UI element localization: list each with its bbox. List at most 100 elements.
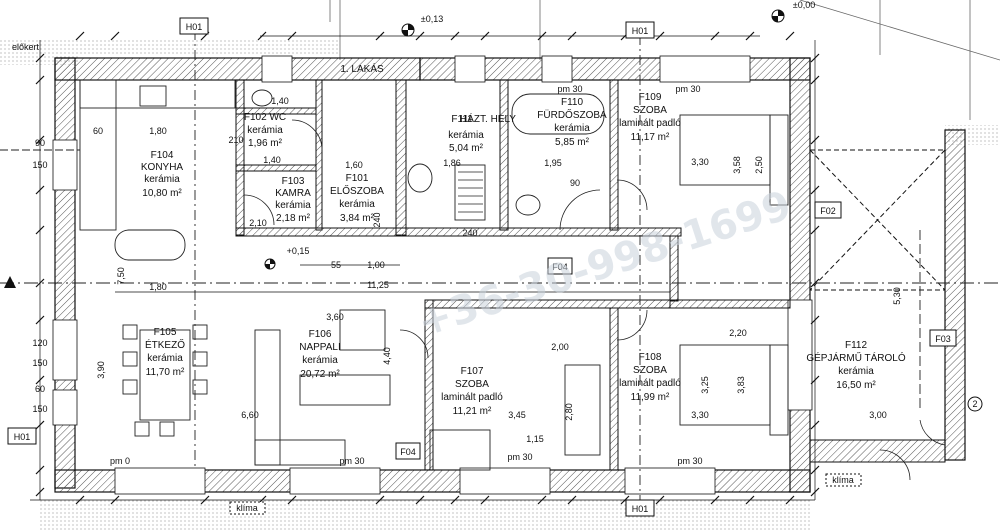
dim-text: pm 30: [507, 452, 532, 462]
tag-h01-top-mid: H01: [625, 21, 655, 39]
klima-bottom: klíma: [229, 501, 266, 515]
dimension-tick: [35, 185, 45, 195]
tag-h01-left: H01: [7, 427, 37, 445]
dimension-tick: [35, 375, 45, 385]
dimension-tick: [655, 495, 665, 505]
axis-arrow-icon: [4, 276, 16, 288]
room-f104: F104 KONYHA kerámia 10,80 m²: [141, 150, 184, 199]
room-code: F110: [561, 97, 583, 108]
dimension-tick: [35, 487, 45, 497]
dimension-tick: [810, 53, 820, 63]
tag-h01-bottom: H01: [625, 499, 655, 517]
dimension-tick: [745, 31, 755, 41]
room-floor: kerámia: [247, 125, 283, 136]
room-f101: F101 ELŐSZOBA kerámia 3,84 m²: [330, 173, 384, 224]
room-f110: F110 FÜRDŐSZOBA kerámia 5,85 m²: [537, 97, 607, 148]
tag-text: H01: [186, 22, 203, 32]
dimension-texts: 1,80 1,40 1,40 2,10 1,60 1,86 1,95 3,30 …: [32, 84, 902, 466]
room-area: 20,72 m²: [300, 369, 340, 380]
room-floor: kerámia: [838, 366, 874, 377]
dimension-tick: [257, 31, 267, 41]
room-f106: F106 NAPPALI kerámia 20,72 m²: [299, 329, 341, 380]
room-f107: F107 SZOBA laminált padló 11,21 m²: [441, 366, 503, 417]
tag-text: F04: [552, 262, 568, 272]
dim-text: 240: [372, 212, 382, 227]
dimension-tick: [110, 31, 120, 41]
dim-text: 4,40: [382, 347, 392, 365]
room-floor: laminált padló: [619, 378, 681, 389]
room-name: KONYHA: [141, 162, 184, 173]
tag-h01-top-left: H01: [179, 17, 209, 35]
room-name: SZOBA: [633, 365, 667, 376]
interior-walls: [235, 79, 791, 471]
dimension-tick: [810, 420, 820, 430]
dimension-tick: [287, 495, 297, 505]
tag-f03: F03: [929, 329, 957, 347]
dimension-tick: [287, 31, 297, 41]
room-area: 5,04 m²: [449, 143, 484, 154]
dimension-tick: [810, 487, 820, 497]
room-f109: F109 SZOBA laminált padló 11,17 m²: [619, 92, 681, 143]
tag-f04-bottom: F04: [395, 442, 421, 460]
tag-text: F02: [820, 206, 836, 216]
dimension-tick: [620, 495, 630, 505]
room-floor: kerámia: [448, 130, 484, 141]
tag-text: F04: [400, 447, 416, 457]
room-area: 3,84 m²: [340, 213, 375, 224]
dim-text: 3,60: [326, 312, 344, 322]
dim-text: 11,25: [367, 280, 389, 290]
dimension-tick: [537, 31, 547, 41]
dim-text: 6,60: [241, 410, 259, 420]
dimension-tick: [810, 465, 820, 475]
dim-text: pm 0: [110, 456, 130, 466]
left-cut-text: előkert: [12, 42, 40, 52]
room-area: 10,80 m²: [142, 188, 182, 199]
dimension-tick: [375, 31, 385, 41]
dimension-tick: [35, 420, 45, 430]
room-code: F109: [639, 92, 662, 103]
room-name: GÉPJÁRMŰ TÁROLÓ: [806, 350, 905, 364]
level-right-text: ±0,00: [793, 0, 815, 10]
dim-text: 5,30: [892, 287, 902, 305]
dim-text: 60: [35, 384, 45, 394]
room-f112: F112 GÉPJÁRMŰ TÁROLÓ kerámia 16,50 m²: [806, 340, 905, 391]
room-name: ELŐSZOBA: [330, 183, 384, 197]
dim-text: 150: [32, 160, 47, 170]
dimension-tick: [75, 31, 85, 41]
dimension-tick: [375, 495, 385, 505]
dimension-tick: [710, 31, 720, 41]
room-floor: kerámia: [339, 199, 375, 210]
dimension-tick: [35, 53, 45, 63]
garage-outline: [809, 149, 946, 463]
room-code: F104: [151, 150, 174, 161]
room-name: NAPPALI: [299, 342, 341, 353]
furniture: [79, 79, 789, 471]
phone-watermark: +36-30-998-1699: [412, 182, 797, 346]
dim-text: 90: [570, 178, 580, 188]
room-name: FÜRDŐSZOBA: [537, 107, 607, 121]
dim-text: 3,83: [736, 376, 746, 394]
room-area: 5,85 m²: [555, 137, 590, 148]
dim-text: 55: [331, 260, 341, 270]
room-f102: F102 WC kerámia 1,96 m²: [244, 112, 286, 149]
tag-text: H01: [632, 26, 649, 36]
room-floor: kerámia: [554, 123, 590, 134]
dimension-tick: [480, 495, 490, 505]
dimension-tick: [480, 31, 490, 41]
room-area: 11,17 m²: [631, 132, 670, 143]
room-code: F108: [639, 352, 662, 363]
room-f108: F108 SZOBA laminált padló 11,99 m²: [619, 352, 681, 403]
dimension-tick: [810, 278, 820, 288]
dim-text: 3,58: [732, 156, 742, 174]
tag-text: 2: [972, 399, 977, 409]
room-floor: laminált padló: [619, 118, 681, 129]
dim-text: 1,40: [271, 96, 289, 106]
dimension-tick: [785, 495, 795, 505]
unit-title: 1. LAKÁS: [340, 62, 384, 75]
dimension-tick: [35, 278, 45, 288]
klima-bottom-text: klíma: [236, 503, 258, 513]
room-area: 11,21 m²: [453, 406, 492, 417]
dim-text: 1,86: [443, 158, 461, 168]
level-center-text: +0,15: [287, 246, 310, 256]
